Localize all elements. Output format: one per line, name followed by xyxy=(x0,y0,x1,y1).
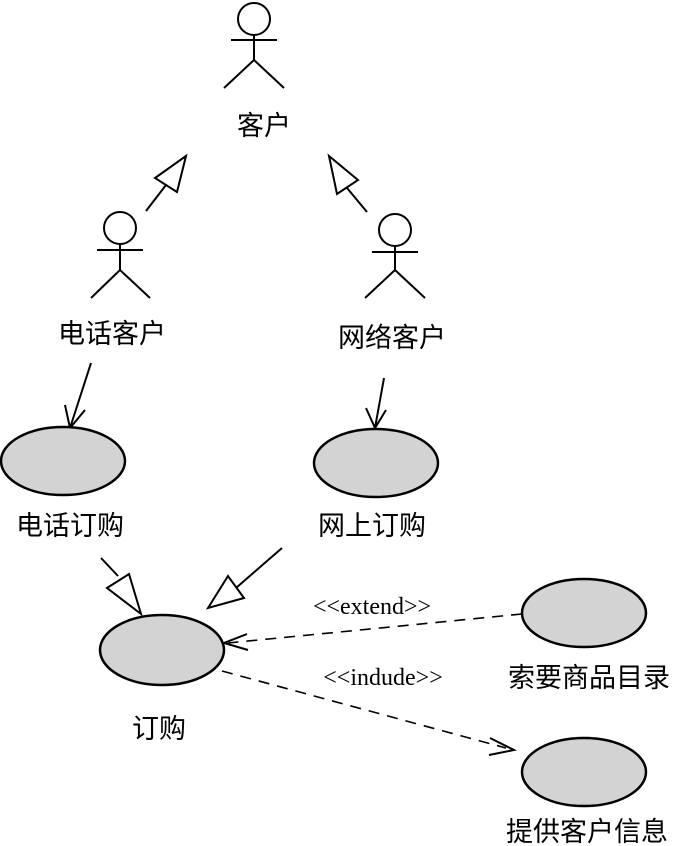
include-stereotype-label: <<indude>> xyxy=(323,665,442,691)
extend-arrowhead xyxy=(220,633,249,651)
generalization-arrowhead xyxy=(327,153,360,196)
generalization-line xyxy=(235,547,283,589)
use-case-provide-info[interactable]: 提供客户信息 xyxy=(506,736,668,846)
generalization-line xyxy=(100,557,119,577)
actor-left-leg xyxy=(90,269,121,299)
association-line xyxy=(69,362,92,429)
association-phone-customer-phone-order xyxy=(64,362,92,431)
association-web-customer-web-order xyxy=(365,377,387,431)
actor-web-customer-label: 网络客户 xyxy=(338,323,446,354)
generalization-arrowhead xyxy=(205,574,246,610)
include-relationship: <<indude>> xyxy=(221,665,518,756)
actor-phone-customer[interactable]: 电话客户 xyxy=(58,211,166,350)
use-case-request-catalog-label: 索要商品目录 xyxy=(508,663,670,694)
extend-stereotype-label: <<extend>> xyxy=(313,594,431,620)
actor-left-leg xyxy=(364,269,396,299)
actor-head xyxy=(237,2,271,36)
use-case-request-catalog[interactable]: 索要商品目录 xyxy=(508,577,670,694)
include-arrowhead xyxy=(488,737,518,756)
actor-head xyxy=(103,211,137,245)
actor-head xyxy=(378,213,412,247)
use-case-order-label: 订购 xyxy=(132,714,186,745)
generalization-web-order-to-order xyxy=(205,547,283,610)
use-case-ellipse xyxy=(0,425,127,497)
use-case-ellipse xyxy=(520,736,648,808)
use-case-ellipse xyxy=(98,613,226,687)
use-case-ellipse xyxy=(520,577,648,649)
actor-right-leg xyxy=(394,269,426,299)
generalization-line xyxy=(145,184,167,212)
actor-left-leg xyxy=(223,59,255,89)
generalization-phone-order-to-order xyxy=(100,557,143,617)
use-case-web-order-label: 网上订购 xyxy=(318,511,426,542)
generalization-phone-to-customer xyxy=(145,153,188,212)
use-case-phone-order-label: 电话订购 xyxy=(16,511,124,542)
generalization-web-to-customer xyxy=(327,153,368,213)
actor-customer-label: 客户 xyxy=(237,111,291,142)
actor-customer[interactable]: 客户 xyxy=(223,2,291,142)
actor-web-customer[interactable]: 网络客户 xyxy=(338,213,446,354)
generalization-arrowhead xyxy=(153,153,188,194)
extend-relationship: <<extend>> xyxy=(220,594,523,651)
use-case-provide-info-label: 提供客户信息 xyxy=(506,817,668,846)
actor-phone-customer-label: 电话客户 xyxy=(58,319,166,350)
use-case-ellipse xyxy=(312,427,440,499)
actor-right-leg xyxy=(119,269,151,299)
use-case-phone-order[interactable]: 电话订购 xyxy=(0,425,127,542)
use-case-order[interactable]: 订购 xyxy=(98,613,226,745)
association-line xyxy=(374,377,385,429)
actor-right-leg xyxy=(253,59,285,89)
generalization-arrowhead xyxy=(105,572,143,617)
generalization-line xyxy=(346,187,368,213)
use-case-web-order[interactable]: 网上订购 xyxy=(312,427,440,542)
association-arrowhead xyxy=(64,404,86,431)
